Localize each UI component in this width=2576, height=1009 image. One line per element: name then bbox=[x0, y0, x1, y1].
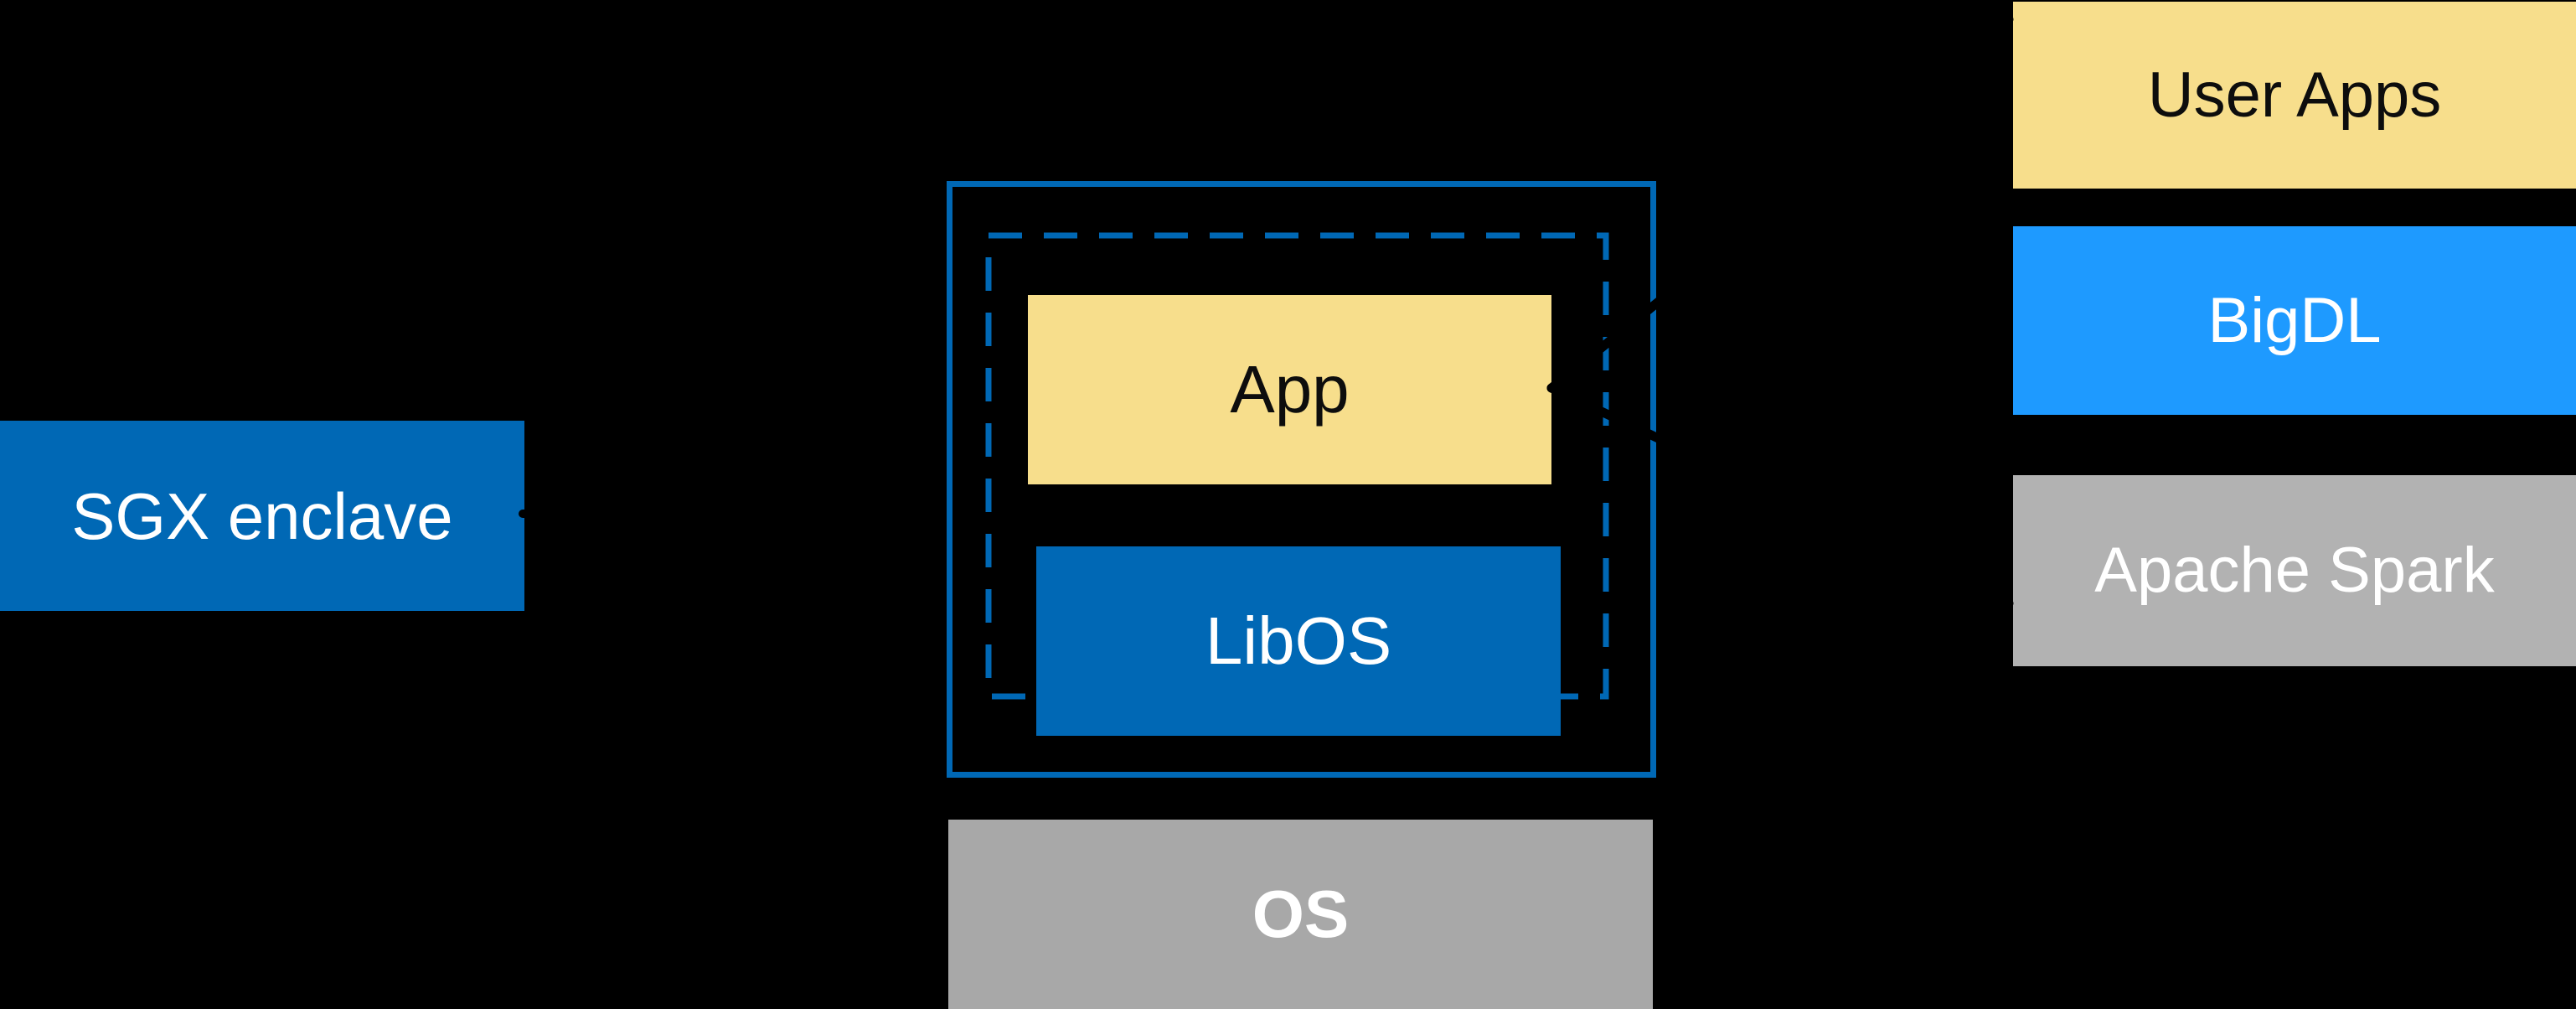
bigdl-label: BigDL bbox=[2207, 284, 2382, 356]
user-apps-label: User Apps bbox=[2147, 59, 2442, 131]
app-box: App bbox=[1028, 295, 1551, 484]
stack-to-app-connector-upper bbox=[1546, 14, 2014, 393]
sgx-enclave-label: SGX enclave bbox=[71, 479, 453, 553]
apache-spark-box: Apache Spark bbox=[2013, 475, 2576, 666]
libos-label: LibOS bbox=[1205, 603, 1392, 678]
sgx-enclave-box: SGX enclave bbox=[0, 421, 524, 611]
os-box: OS bbox=[948, 820, 1653, 1009]
os-label: OS bbox=[1252, 877, 1350, 951]
apache-spark-label: Apache Spark bbox=[2094, 535, 2495, 606]
app-label: App bbox=[1230, 352, 1350, 427]
stack-to-app-connector-lower bbox=[1546, 383, 2014, 608]
bigdl-box: BigDL bbox=[2013, 226, 2576, 415]
libos-box: LibOS bbox=[1036, 546, 1561, 736]
user-apps-box: User Apps bbox=[2013, 2, 2576, 189]
